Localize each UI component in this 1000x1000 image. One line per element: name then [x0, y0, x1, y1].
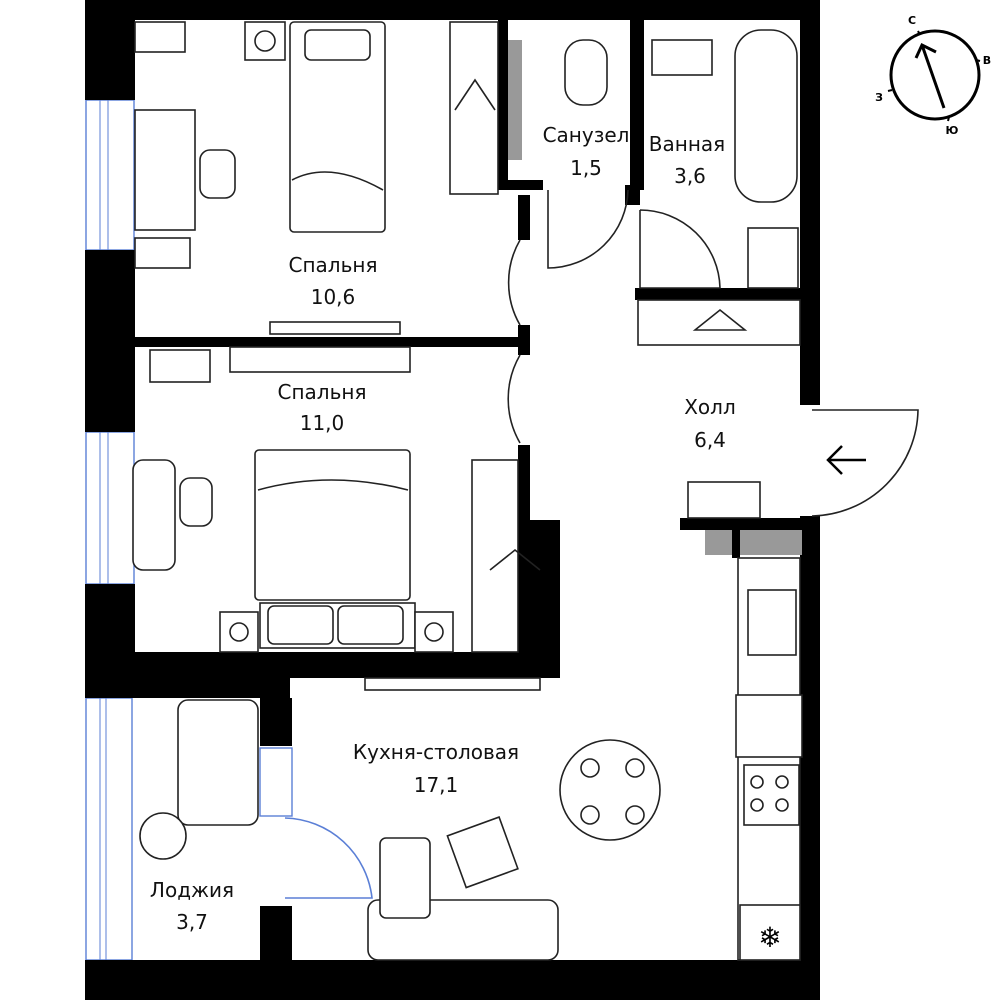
bathtub	[734, 29, 798, 203]
compass-north: С	[908, 14, 916, 27]
dishwasher	[735, 694, 803, 758]
walls	[85, 0, 820, 1000]
bed	[254, 449, 411, 601]
shoe-rack	[687, 481, 761, 519]
room-name: Холл	[684, 395, 736, 419]
room-area: 3,6	[674, 164, 706, 188]
arrow-left-icon	[826, 445, 866, 475]
toilet	[564, 39, 608, 106]
furniture: ❄	[132, 21, 803, 961]
compass-south: Ю	[946, 124, 959, 137]
tv	[269, 321, 401, 335]
north-arrow-icon	[914, 42, 946, 109]
room-area: 11,0	[300, 411, 345, 435]
compass-west: З	[875, 91, 883, 104]
wardrobe	[637, 299, 801, 346]
fridge	[739, 904, 801, 961]
room-labels: Спальня 10,6 Спальня 11,0 Санузел 1,5 Ва…	[150, 123, 736, 934]
room-name: Санузел	[543, 123, 630, 147]
room-area: 17,1	[414, 773, 459, 797]
washing-machine	[747, 227, 799, 289]
room-name: Лоджия	[150, 878, 234, 902]
room-area: 6,4	[694, 428, 726, 452]
room-area: 3,7	[176, 910, 208, 934]
windows	[85, 99, 293, 961]
wardrobe	[449, 21, 499, 195]
tv	[364, 677, 541, 691]
compass: С В Ю З	[875, 14, 991, 137]
compass-east: В	[983, 54, 991, 67]
dining-table	[559, 739, 661, 841]
room-name: Кухня-столовая	[353, 740, 519, 764]
loggia-sofa	[177, 699, 259, 826]
room-name: Ванная	[649, 132, 725, 156]
kitchen-sink	[747, 589, 797, 656]
desk	[134, 109, 196, 231]
snowflake-icon: ❄	[758, 921, 781, 954]
compass-ring	[889, 29, 981, 121]
stove	[743, 764, 800, 826]
room-name: Спальня	[278, 380, 367, 404]
desk	[132, 459, 176, 571]
room-name: Спальня	[289, 253, 378, 277]
wardrobe	[471, 459, 519, 653]
sink	[651, 39, 713, 76]
room-area: 10,6	[311, 285, 356, 309]
loggia-table	[139, 812, 187, 860]
coffee-table	[446, 816, 519, 889]
doors	[284, 189, 919, 899]
room-area: 1,5	[570, 156, 602, 180]
